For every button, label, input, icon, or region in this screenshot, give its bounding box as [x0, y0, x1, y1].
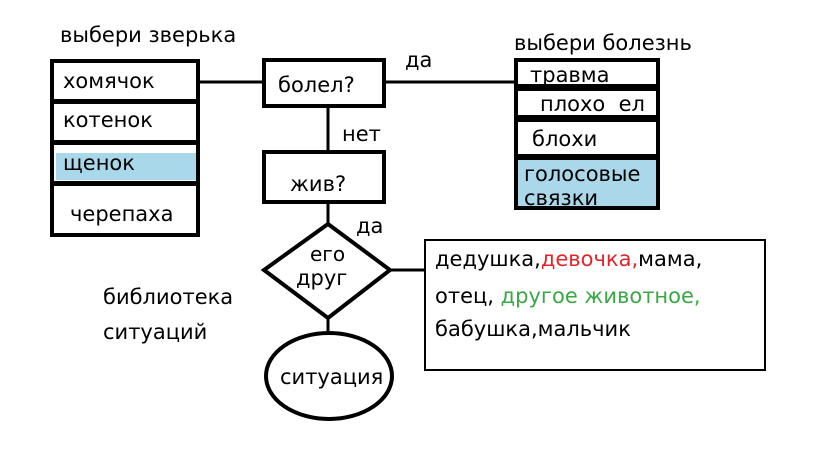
illness-option-vocal-cords[interactable]: голосовые связки — [514, 156, 660, 210]
friend-mom: мама, — [638, 247, 703, 271]
library-label-line1: библиотека — [103, 285, 234, 309]
alive-question-node[interactable]: жив? — [262, 150, 386, 204]
illness-option-injury[interactable]: травма — [514, 58, 660, 88]
friends-list-line1: дедушка,девочка,мама, — [435, 249, 702, 270]
library-label-line2: ситуаций — [103, 320, 208, 344]
friend-question-line2: друг — [296, 266, 348, 290]
friend-other-animal: другое животное, — [500, 284, 701, 308]
animal-option-kitten[interactable]: котенок — [50, 100, 200, 144]
animal-option-puppy[interactable]: щенок — [50, 141, 200, 185]
friend-girl: девочка, — [540, 247, 639, 271]
animal-option-hamster[interactable]: хомячок — [50, 59, 200, 103]
alive-question-label: жив? — [290, 172, 347, 196]
illness-option-label: травма — [530, 63, 610, 87]
edge-label-no-sick: нет — [342, 122, 381, 146]
animal-option-label: хомячок — [63, 69, 155, 93]
situation-ellipse[interactable] — [264, 331, 394, 421]
friends-list-line3: бабушка,мальчик — [435, 317, 631, 341]
situation-label: ситуация — [280, 365, 384, 389]
sick-question-node[interactable]: болел? — [262, 58, 386, 108]
illness-option-ate-poorly[interactable]: плохо ел — [514, 87, 660, 119]
animals-title: выбери зверька — [60, 23, 237, 47]
animal-option-label: котенок — [63, 108, 153, 132]
illness-option-fleas[interactable]: блохи — [514, 118, 660, 158]
animal-option-turtle[interactable]: черепаха — [50, 182, 200, 237]
friend-dad: отец, — [435, 284, 501, 308]
friend-grandpa: дедушка, — [435, 247, 541, 271]
illness-option-label: голосовые связки — [524, 162, 641, 210]
illness-option-label: плохо ел — [540, 92, 645, 116]
illness-option-label: блохи — [532, 127, 598, 151]
friend-decision-diamond — [260, 221, 394, 321]
illnesses-title: выбери болезнь — [514, 31, 692, 55]
friends-list-line2: отец, другое животное, — [435, 286, 701, 307]
animal-option-label: черепаха — [70, 202, 174, 226]
edge-label-yes-alive: да — [356, 214, 384, 238]
sick-question-label: болел? — [278, 73, 355, 97]
animal-option-label: щенок — [56, 153, 196, 180]
friend-question-line1: его — [310, 242, 346, 266]
friends-list-box — [424, 239, 766, 371]
edge-label-yes-sick: да — [405, 48, 433, 72]
